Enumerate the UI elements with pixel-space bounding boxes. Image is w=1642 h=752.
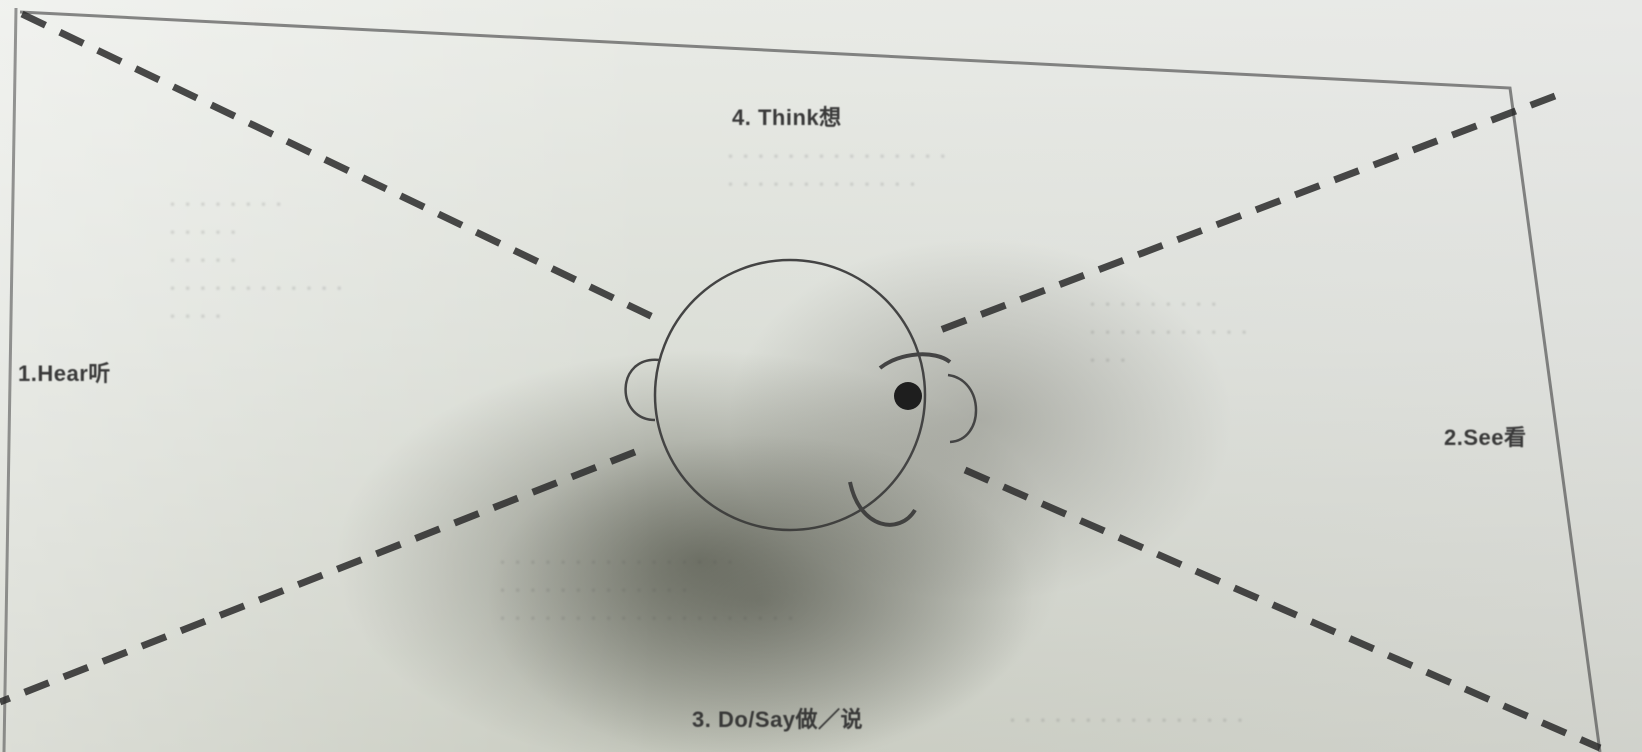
frame-left-edge (4, 8, 16, 752)
note-line: · · · · · · · · · (1090, 290, 1250, 318)
note-line: · · · · · · · · · · · · · · · (728, 142, 948, 170)
note-line: · · · · · (170, 246, 345, 274)
note-line: · · · · · · · · · · · · · · · · (500, 548, 796, 576)
note-line: · · · · (170, 302, 345, 330)
do-say-label: 3. Do/Say做／说 (692, 702, 863, 734)
see-notes: · · · · · · · · · · · · · · · · · · · · … (1090, 290, 1250, 374)
note-line: · · · · · · · · · · · · (170, 274, 345, 302)
hear-notes: · · · · · · · · · · · · · · · · · · · · … (170, 190, 345, 330)
think-label: 4. Think想 (732, 100, 842, 132)
see-label: 2.See看 (1444, 420, 1527, 452)
eye-dot (894, 382, 922, 410)
note-line: · · · · · · · · · · · · · (500, 576, 796, 604)
note-line: · · · · · · · · · · · · · (728, 170, 948, 198)
note-line: · · · · · · · · · · · · · · · · · · · · (500, 604, 796, 632)
head-outline-icon (626, 260, 976, 530)
do-say-notes: · · · · · · · · · · · · · · · · · · · · … (500, 548, 796, 632)
note-line: · · · · · (170, 218, 345, 246)
do-say-notes-right: · · · · · · · · · · · · · · · · (1010, 706, 1245, 734)
note-line: · · · (1090, 346, 1250, 374)
note-line: · · · · · · · · (170, 190, 345, 218)
hear-label: 1.Hear听 (18, 356, 111, 388)
note-line: · · · · · · · · · · · (1090, 318, 1250, 346)
think-notes: · · · · · · · · · · · · · · · · · · · · … (728, 142, 948, 198)
